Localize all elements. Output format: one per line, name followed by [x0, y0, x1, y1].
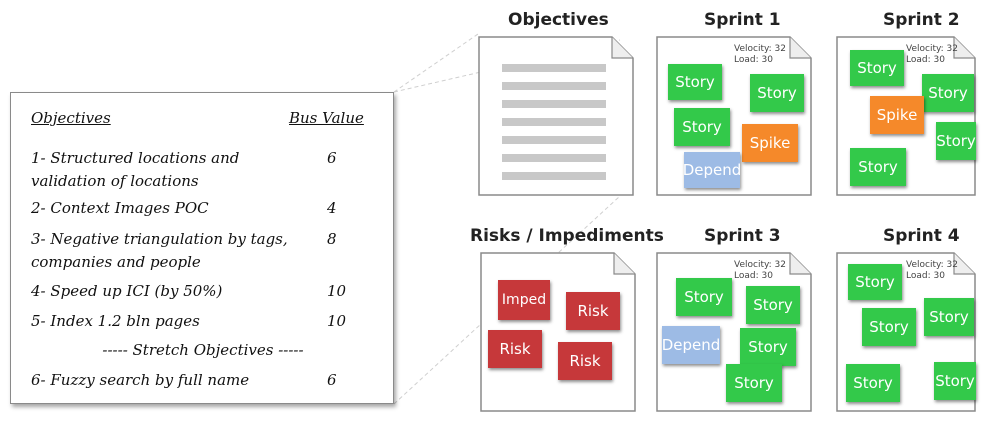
text-line [502, 100, 606, 108]
sprint-metrics: Velocity: 32 Load: 30 [734, 260, 786, 282]
text-line [502, 154, 606, 162]
objectives-panel: Objectives Bus Value 1- Structured locat… [10, 92, 394, 404]
sprint-2-board: Velocity: 32 Load: 30 Story Story Spike … [836, 36, 976, 196]
risks-impediments-board: Imped Risk Risk Risk [480, 252, 636, 412]
spike-card[interactable]: Spike [870, 96, 924, 134]
story-card[interactable]: Story [746, 286, 800, 324]
risk-card[interactable]: Risk [558, 342, 612, 380]
objective-value: 4 [327, 199, 337, 217]
sprint-title: Sprint 4 [883, 226, 960, 246]
text-line [502, 64, 606, 72]
sprint-title: Sprint 2 [883, 10, 960, 30]
story-card[interactable]: Story [676, 278, 732, 316]
risk-card[interactable]: Risk [566, 292, 620, 330]
objective-value: 6 [327, 149, 337, 167]
text-line [502, 82, 606, 90]
story-card[interactable]: Story [862, 308, 916, 346]
story-card[interactable]: Story [726, 364, 782, 402]
sprint-1-board: Velocity: 32 Load: 30 Story Story Story … [656, 36, 812, 196]
dependency-card[interactable]: Depend [684, 152, 740, 188]
risk-card[interactable]: Risk [488, 330, 542, 368]
load-label: Load: 30 [906, 55, 945, 65]
story-card[interactable]: Story [922, 74, 974, 112]
text-line [502, 118, 606, 126]
story-card[interactable]: Story [850, 148, 906, 186]
story-card[interactable]: Story [846, 364, 900, 402]
sprint-metrics: Velocity: 32 Load: 30 [906, 44, 958, 66]
story-card[interactable]: Story [850, 50, 904, 86]
objective-value: 10 [327, 282, 347, 300]
story-card[interactable]: Story [674, 108, 730, 146]
story-card[interactable]: Story [848, 264, 902, 300]
spike-card[interactable]: Spike [742, 124, 798, 162]
velocity-label: Velocity: 32 [734, 44, 786, 54]
risks-doc-title: Risks / Impediments [470, 226, 664, 246]
sprint-title: Sprint 1 [704, 10, 781, 30]
velocity-label: Velocity: 32 [906, 44, 958, 54]
load-label: Load: 30 [734, 55, 773, 65]
objective-text: 3- Negative triangulation by tags, compa… [31, 230, 288, 271]
sprint-4-board: Velocity: 32 Load: 30 Story Story Story … [836, 252, 976, 412]
sprint-title: Sprint 3 [704, 226, 781, 246]
load-label: Load: 30 [906, 271, 945, 281]
sprint-3-board: Velocity: 32 Load: 30 Story Story Depend… [656, 252, 812, 412]
objective-value: 6 [327, 371, 337, 389]
text-line [502, 136, 606, 144]
story-card[interactable]: Story [750, 74, 804, 112]
dependency-card[interactable]: Depend [662, 326, 720, 364]
sprint-metrics: Velocity: 32 Load: 30 [734, 44, 786, 66]
load-label: Load: 30 [734, 271, 773, 281]
objective-text: 4- Speed up ICI (by 50%) [31, 282, 223, 300]
objective-text: 1- Structured locations and validation o… [31, 149, 240, 190]
story-card[interactable]: Story [934, 362, 976, 400]
objectives-document [478, 36, 634, 196]
text-line [502, 172, 606, 180]
velocity-label: Velocity: 32 [906, 260, 958, 270]
bus-value-header: Bus Value [289, 109, 364, 127]
sprint-metrics: Velocity: 32 Load: 30 [906, 260, 958, 282]
objective-text: 6- Fuzzy search by full name [31, 371, 250, 389]
story-card[interactable]: Story [740, 328, 796, 366]
objective-text: 2- Context Images POC [31, 199, 209, 217]
stretch-objectives-divider: ----- Stretch Objectives ----- [102, 341, 304, 359]
story-card[interactable]: Story [668, 64, 722, 100]
objectives-header: Objectives [31, 109, 111, 127]
objective-text: 5- Index 1.2 bln pages [31, 312, 200, 330]
impediment-card[interactable]: Imped [498, 280, 550, 320]
objective-value: 8 [327, 230, 337, 248]
story-card[interactable]: Story [924, 298, 974, 336]
story-card[interactable]: Story [936, 122, 976, 160]
objective-value: 10 [327, 312, 347, 330]
velocity-label: Velocity: 32 [734, 260, 786, 270]
objectives-doc-title: Objectives [508, 10, 609, 30]
